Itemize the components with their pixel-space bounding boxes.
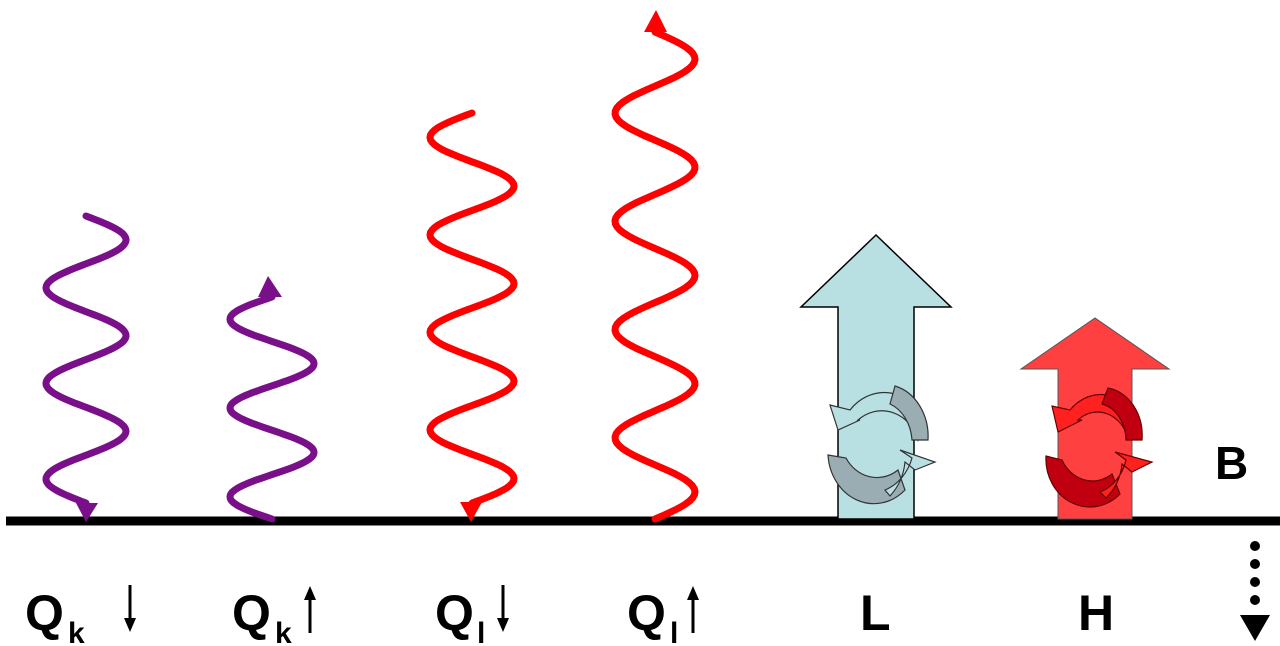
label-main: Q (232, 585, 271, 641)
shortwave-reflected-wave (226, 276, 318, 523)
wavy-arrow-up-icon (258, 276, 282, 297)
label-latent: L (860, 585, 891, 641)
sensible-heat-arrow (1019, 317, 1171, 520)
circular-arrows-icon (827, 385, 937, 505)
label-ql-down: Q l (435, 585, 509, 646)
dotted-arrow-down-icon (1240, 541, 1270, 641)
wavy-arrow-down-icon (460, 502, 482, 522)
label-sensible: H (1078, 585, 1114, 641)
longwave-incoming-wave (426, 109, 518, 522)
label-main: Q (25, 585, 64, 641)
arrow-up-icon (687, 586, 699, 633)
arrow-down-icon (497, 585, 509, 632)
label-subscript: l (477, 617, 485, 646)
longwave-emitted-wave (611, 10, 699, 523)
label-qk-up: Q k (232, 585, 316, 646)
shortwave-incoming-wave (42, 212, 130, 522)
wavy-arrow-down-icon (76, 503, 98, 522)
label-main: Q (435, 585, 474, 641)
label-ql-up: Q l (627, 585, 699, 646)
label-main: Q (627, 585, 666, 641)
label-subscript: l (670, 617, 678, 646)
arrow-up-icon (304, 586, 316, 633)
latent-heat-arrow (799, 233, 953, 520)
label-qk-down: Q k (25, 585, 136, 646)
wavy-arrow-up-icon (644, 10, 667, 32)
label-subscript: k (275, 617, 292, 646)
label-subscript: k (68, 617, 85, 646)
circular-arrows-icon (1045, 387, 1154, 508)
ground-flux-label: B (1215, 437, 1248, 489)
block-arrow-up-icon (799, 233, 953, 520)
arrow-down-icon (124, 585, 136, 632)
